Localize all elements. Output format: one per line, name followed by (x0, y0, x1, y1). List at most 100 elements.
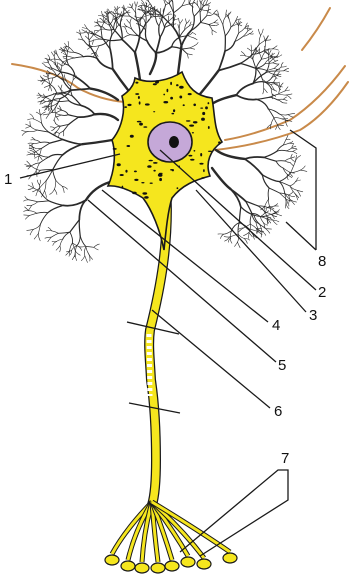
dendrite-branch (34, 119, 42, 123)
dendrite-branch (39, 185, 40, 192)
cell-body (108, 72, 222, 250)
dendrite-branch (57, 55, 61, 60)
dendrite-branch (81, 105, 95, 114)
dendrite-branch (62, 110, 69, 115)
leader-1 (20, 154, 120, 178)
dendrite-branch (143, 0, 148, 2)
dendrite-branch (45, 191, 47, 198)
dendrite-branch (127, 19, 130, 23)
dendrite-branch (256, 97, 269, 99)
dendrite-branch (28, 188, 33, 190)
dendrite-branch (30, 150, 35, 152)
dendrite-branch (179, 19, 180, 23)
dendrite-branch (263, 88, 264, 94)
dendrite-branch (197, 1, 198, 6)
synaptic-bouton (151, 563, 165, 573)
dendrite-branch (269, 97, 277, 100)
dendrite-branch (201, 22, 209, 24)
label-6: 6 (274, 403, 282, 420)
dendrite-branch (229, 19, 231, 27)
dendrite-branch (51, 233, 58, 237)
dendrite-branch (286, 151, 293, 152)
dendrite-branch (190, 48, 195, 49)
dendrite-branch (219, 51, 225, 71)
dendrite-branch (45, 78, 53, 80)
dendrite-branch (162, 21, 164, 27)
dendrite-branch (287, 95, 292, 99)
dendrite-branch (44, 94, 46, 98)
dendrite-branch (75, 251, 80, 255)
dendrite-branch (110, 49, 113, 69)
dendrite-branch (122, 40, 135, 53)
dendrite-branch (281, 66, 286, 67)
dendrite-branch (63, 144, 83, 155)
dendrite-branch (212, 30, 216, 32)
dendrite-branch (103, 22, 109, 25)
dendrite-branch (274, 118, 282, 119)
dendrite-branch (57, 62, 58, 66)
dendrite-branch (186, 20, 189, 24)
leader-5 (88, 200, 276, 362)
dendrite-branch (259, 35, 261, 44)
dendrite-branch (136, 2, 137, 6)
dendrite-branch (241, 207, 254, 215)
dendrite-branch (286, 135, 288, 139)
dendrite-branch (42, 63, 46, 66)
dendrite-branch (147, 41, 156, 53)
dendrite-branch (289, 141, 293, 143)
dendrite-branch (130, 19, 131, 24)
leader-3 (196, 190, 306, 312)
dendrite-branch (22, 130, 29, 131)
dendrite-branch (206, 0, 208, 5)
synaptic-bouton (121, 561, 135, 571)
dendrite-branch (49, 201, 64, 206)
dendrite-branch (29, 211, 37, 214)
dendrite-branch (61, 115, 68, 116)
dendrite-branch (230, 231, 231, 238)
dendrite-branch (215, 24, 219, 25)
dendrite-branch (280, 83, 283, 87)
dendrite-branch (94, 39, 100, 40)
label-1: 1 (4, 171, 12, 188)
dendrite-branch (278, 125, 280, 130)
dendrite-branch (54, 116, 55, 121)
dendrite-branch (44, 85, 50, 87)
dendrite-branch (45, 58, 50, 59)
dendrite-branch (224, 231, 232, 234)
dendrite-branch (275, 210, 280, 214)
dendrite-branch (279, 173, 290, 182)
dendrite-branch (169, 18, 173, 22)
dendrite-branch (284, 71, 289, 72)
dendrite-branch (42, 102, 46, 104)
dendrite-branch (190, 46, 195, 48)
dendrite-branch (105, 29, 114, 30)
dendrite-branch (101, 29, 102, 38)
dendrite-branch (221, 234, 224, 238)
dendrite-branch (56, 124, 61, 127)
dendrite-branch (68, 115, 78, 117)
dendrite-branch (157, 16, 161, 17)
dendrite-branch (116, 22, 117, 28)
label-3: 3 (309, 307, 317, 324)
dendrite-branch (223, 17, 226, 25)
leader-2 (160, 150, 316, 290)
dendrite-branch (182, 49, 187, 54)
dendrite-branch (150, 53, 156, 74)
dendrite-branch (244, 239, 247, 244)
dendrite-branch (68, 47, 70, 51)
dendrite-branch (283, 99, 287, 100)
dendrite-branch (201, 16, 207, 23)
synaptic-bouton (197, 559, 211, 569)
dendrite-branch (269, 199, 270, 206)
dendrite-branch (293, 149, 297, 151)
dendrite-branch (28, 119, 34, 120)
synaptic-bouton (105, 555, 119, 565)
dendrite-branch (48, 237, 52, 242)
label-5: 5 (278, 357, 286, 374)
dendrite-branch (25, 216, 29, 220)
dendrite-branch (278, 100, 283, 103)
dendrite-branch (159, 26, 160, 37)
dendrite-branch (259, 40, 265, 44)
